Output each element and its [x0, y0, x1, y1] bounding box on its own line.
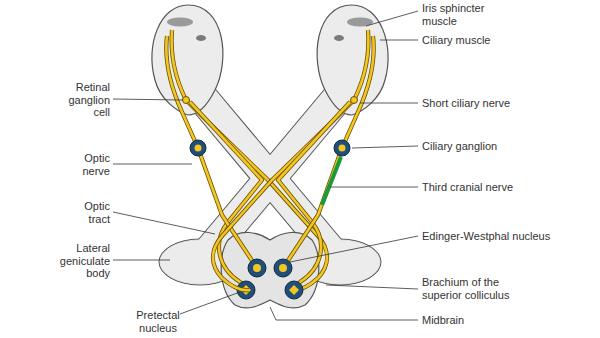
part-label: Iris sphincter muscle: [422, 2, 507, 27]
part-label: Optic nerve: [60, 152, 110, 177]
right-pathway: [213, 30, 374, 299]
part-label: Brachium of the superior colliculus: [422, 276, 534, 301]
midbrain-shape: [221, 232, 319, 308]
part-label: Short ciliary nerve: [422, 97, 592, 110]
leader-lines: [113, 11, 418, 320]
part-label: Lateral geniculate body: [40, 242, 110, 280]
part-label: Pretectal nucleus: [120, 309, 196, 334]
part-label: Edinger-Westphal nucleus: [422, 230, 592, 243]
third-nerve: [322, 157, 341, 205]
part-label: Ciliary muscle: [422, 34, 592, 47]
part-label: Retinal ganglion cell: [52, 81, 110, 119]
left-pathway: [166, 30, 327, 299]
part-label: Ciliary ganglion: [422, 140, 592, 153]
part-label: Midbrain: [422, 314, 592, 327]
part-label: Optic tract: [60, 200, 110, 225]
part-label: Third cranial nerve: [422, 181, 592, 194]
